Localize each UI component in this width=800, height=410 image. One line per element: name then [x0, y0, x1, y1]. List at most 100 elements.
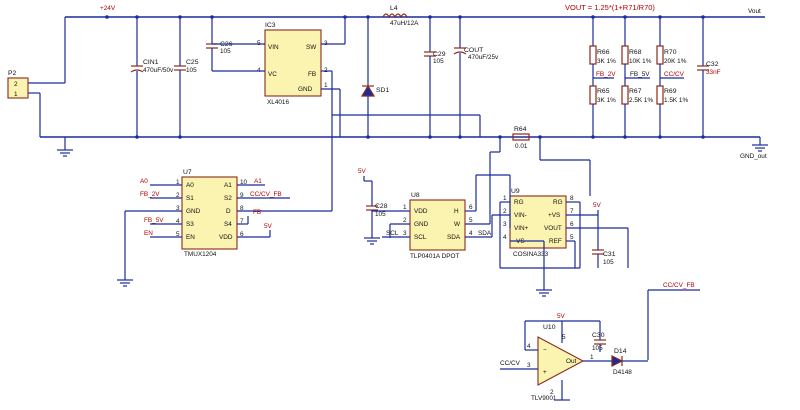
- l4-coil: [382, 13, 408, 19]
- u7-rpin-s4: S4: [224, 221, 232, 228]
- net-fb-5v-r: FB_5V: [630, 71, 650, 78]
- r65-ref: R65: [597, 88, 610, 95]
- net-fb-2v: FB_2V: [140, 191, 160, 198]
- cin1-ref: CIN1: [143, 59, 159, 66]
- u8-lnum-3: 3: [403, 230, 407, 237]
- r69-body: [656, 85, 664, 105]
- r68-value: 10K 1%: [629, 58, 652, 65]
- l4-ref: L4: [390, 5, 398, 12]
- u9-lpin-rg: RG: [514, 199, 524, 206]
- u7-rpin-vdd: VDD: [219, 234, 233, 241]
- c25-ref: C25: [186, 59, 199, 66]
- u7-lpin-s3: S3: [186, 221, 194, 228]
- r69-ref: R69: [664, 88, 677, 95]
- ic3-ref: IC3: [265, 22, 276, 29]
- u8-lpin-scl: SCL: [414, 234, 427, 241]
- c32-ref: C32: [706, 61, 719, 68]
- net-5v-c: 5V: [593, 202, 602, 209]
- u9-part: COSINA333: [513, 251, 549, 258]
- r67-body: [621, 85, 629, 105]
- net-5v-b: 5V: [358, 168, 367, 175]
- net-cc-cv-in: CC/CV: [500, 360, 521, 367]
- u9-rnum-7: 7: [570, 208, 574, 215]
- net-vout: Vout: [748, 8, 761, 15]
- u7-lnum-3: 3: [176, 205, 180, 212]
- u9-lpin-vinp: VIN+: [514, 225, 529, 232]
- r69-value: 1.5K 1%: [664, 97, 688, 104]
- u7-lnum-5: 5: [176, 231, 180, 238]
- u9-rnum-5: 5: [570, 234, 574, 241]
- r70-body: [656, 45, 664, 65]
- cout-value: 470uF/25v: [468, 54, 499, 61]
- u7-left-pins: A0 S1 GND S3 EN 1 2 3 4 5: [176, 179, 201, 241]
- u9-lnum-3: 3: [503, 221, 507, 228]
- ic3-pin-sw: SW: [306, 44, 317, 51]
- cin1-value: 470uF/50v: [143, 67, 174, 74]
- u9-lnum-1: 1: [503, 195, 507, 202]
- c29-ref: C29: [433, 51, 446, 58]
- net-a1: A1: [254, 178, 262, 185]
- r64-value: 0.01: [515, 143, 528, 150]
- u8-lpin-vdd: VDD: [414, 208, 428, 215]
- r64-ref: R64: [514, 126, 527, 133]
- u9-ref: U9: [511, 188, 520, 195]
- u10-body: [537, 336, 585, 386]
- u10-num-3: 3: [527, 362, 531, 369]
- u9-rnum-6: 6: [570, 221, 574, 228]
- u10-num-2: 2: [550, 389, 554, 396]
- u10-plus: +: [543, 369, 547, 376]
- u9-rnum-8: 8: [570, 195, 574, 202]
- vout-formula: VOUT = 1.25*(1+R71/R70): [565, 3, 655, 12]
- u7-body: [181, 176, 238, 250]
- ic3-pin-fb: FB: [308, 71, 316, 78]
- c28-value: 105: [375, 211, 386, 218]
- ic3-part: XL4016: [267, 99, 289, 106]
- u8-lpin-gnd: GND: [414, 221, 429, 228]
- ic3-num-gnd: 1: [324, 82, 328, 89]
- d14-body: [611, 355, 624, 367]
- d14-ref: D14: [614, 348, 627, 355]
- u9-rpin-vout: VOUT: [544, 225, 562, 232]
- u9-rpin-ref: REF: [549, 238, 562, 245]
- net-sda: SDA: [478, 230, 492, 237]
- r66-body: [589, 45, 597, 65]
- u7-lpin-a0: A0: [186, 182, 194, 189]
- u8-lnum-2: 2: [403, 217, 407, 224]
- c31-ref: C31: [603, 251, 616, 258]
- u9-lnum-2: 2: [503, 208, 507, 215]
- net-cc-cv-r: CC/CV: [664, 71, 685, 78]
- d14-part: D4148: [613, 369, 632, 376]
- p2-pin2: 2: [14, 81, 18, 88]
- u10-num-1: 1: [590, 354, 594, 361]
- u7-rpin-s2: S2: [224, 195, 232, 202]
- c25-value: 105: [186, 67, 197, 74]
- r68-body: [621, 45, 629, 65]
- u8-body: [409, 199, 466, 251]
- u8-ref: U8: [411, 192, 420, 199]
- ic3-pin-vin: VIN: [268, 44, 279, 51]
- u7-rpin-a1: A1: [224, 182, 232, 189]
- u7-lpin-s1: S1: [186, 195, 194, 202]
- net-fb-5v: FB_5V: [144, 217, 164, 224]
- ic3-body: [264, 29, 322, 97]
- r68-ref: R68: [629, 49, 642, 56]
- u8-rpin-sda: SDA: [447, 234, 461, 241]
- r67-ref: R67: [629, 88, 642, 95]
- r64-body: [512, 133, 530, 141]
- u7-lnum-4: 4: [176, 218, 180, 225]
- u7-lpin-en: EN: [186, 234, 195, 241]
- u8-rnum-6: 6: [469, 204, 473, 211]
- net-24v: +24V: [100, 5, 116, 12]
- u8-rnum-5: 5: [469, 217, 473, 224]
- p2-ref: P2: [8, 70, 17, 77]
- u10-part: TLV9001: [531, 395, 557, 402]
- u7-right-pins: A1 S2 D S4 VDD 10 9 8 7 6: [219, 179, 248, 241]
- u10-ref: U10: [543, 324, 556, 331]
- u8-rpin-h: H: [454, 208, 459, 215]
- net-scl: SCL: [386, 230, 399, 237]
- p2-connector-body: [7, 77, 29, 99]
- r66-ref: R66: [597, 49, 610, 56]
- u8-lnum-1: 1: [403, 204, 407, 211]
- u10-out-label: Out: [566, 358, 577, 365]
- c28-ref: C28: [375, 203, 388, 210]
